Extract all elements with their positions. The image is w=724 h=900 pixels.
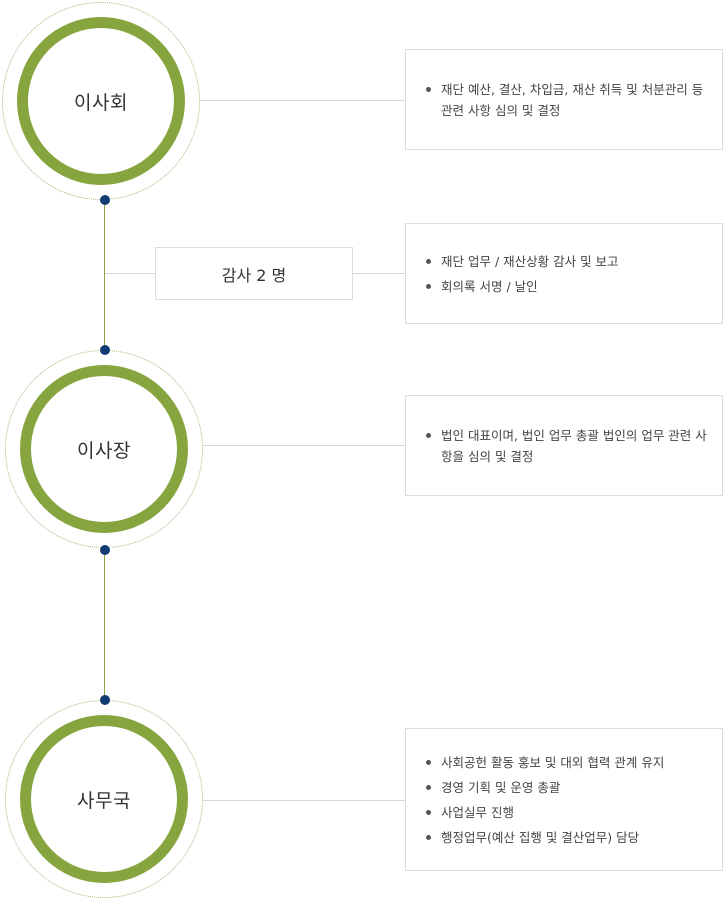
desc-item: 경영 기획 및 운영 총괄 (426, 777, 708, 798)
vertical-line-chairman-secretariat (104, 550, 105, 700)
desc-list-auditor: 재단 업무 / 재산상황 감사 및 보고 회의록 서명 / 날인 (426, 247, 708, 301)
connector-chairman (190, 445, 405, 446)
node-chairman-ring: 이사장 (20, 365, 188, 533)
desc-item: 법인 대표이며, 법인 업무 총괄 법인의 업무 관련 사항을 심의 및 결정 (426, 425, 708, 467)
node-secretariat: 사무국 (5, 700, 203, 898)
desc-list-chairman: 법인 대표이며, 법인 업무 총괄 법인의 업무 관련 사항을 심의 및 결정 (426, 421, 708, 471)
desc-item: 사회공헌 활동 홍보 및 대외 협력 관계 유지 (426, 752, 708, 773)
connector-board (190, 100, 405, 101)
vertical-line-board-chairman (104, 200, 105, 350)
connector-dot (100, 195, 110, 205)
desc-item: 행정업무(예산 집행 및 결산업무) 담당 (426, 827, 708, 848)
node-board: 이사회 (2, 2, 200, 200)
desc-item: 재단 업무 / 재산상황 감사 및 보고 (426, 251, 708, 272)
desc-list-secretariat: 사회공헌 활동 홍보 및 대외 협력 관계 유지 경영 기획 및 운영 총괄 사… (426, 748, 708, 852)
desc-item: 재단 예산, 결산, 차입금, 재산 취득 및 처분관리 등 관련 사항 심의 … (426, 79, 708, 121)
connector-dot (100, 695, 110, 705)
connector-secretariat (190, 800, 405, 801)
desc-item: 회의록 서명 / 날인 (426, 276, 708, 297)
node-chairman-label: 이사장 (77, 439, 131, 462)
node-secretariat-label: 사무국 (77, 789, 131, 812)
desc-box-secretariat: 사회공헌 활동 홍보 및 대외 협력 관계 유지 경영 기획 및 운영 총괄 사… (405, 728, 723, 871)
desc-list-board: 재단 예산, 결산, 차입금, 재산 취득 및 처분관리 등 관련 사항 심의 … (426, 75, 708, 125)
auditor-label: 감사 2 명 (221, 265, 287, 285)
node-board-ring: 이사회 (17, 17, 185, 185)
desc-box-auditor: 재단 업무 / 재산상황 감사 및 보고 회의록 서명 / 날인 (405, 223, 723, 324)
connector-dot (100, 545, 110, 555)
connector-auditor-left (105, 273, 155, 274)
node-chairman: 이사장 (5, 350, 203, 548)
connector-auditor-right (353, 273, 405, 274)
desc-box-board: 재단 예산, 결산, 차입금, 재산 취득 및 처분관리 등 관련 사항 심의 … (405, 49, 723, 150)
desc-box-chairman: 법인 대표이며, 법인 업무 총괄 법인의 업무 관련 사항을 심의 및 결정 (405, 395, 723, 496)
connector-dot (100, 345, 110, 355)
node-secretariat-ring: 사무국 (20, 715, 188, 883)
desc-item: 사업실무 진행 (426, 802, 708, 823)
auditor-box: 감사 2 명 (155, 247, 353, 300)
node-board-label: 이사회 (74, 91, 128, 114)
